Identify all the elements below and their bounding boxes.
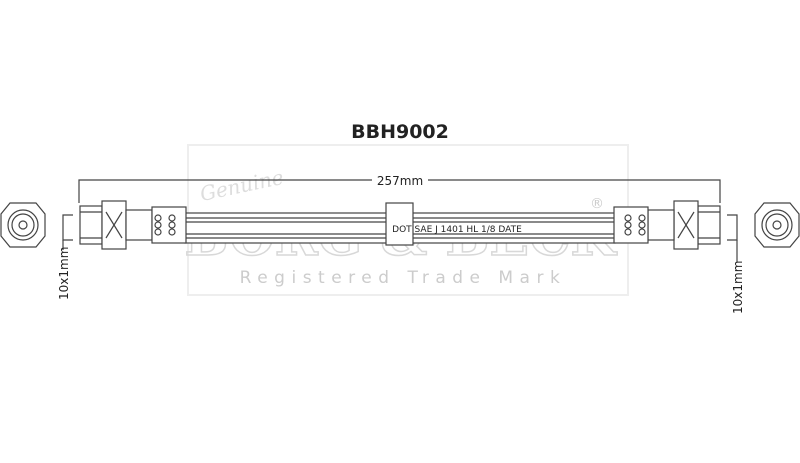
watermark-tagline: Registered Trade Mark xyxy=(240,268,567,288)
watermark-script: Genuine xyxy=(198,165,286,206)
hose-band xyxy=(385,202,414,246)
right-thread-dimension: 10x1mm xyxy=(727,214,745,314)
left-end-view xyxy=(0,202,46,248)
right-fitting xyxy=(613,200,721,250)
watermark-registered: ® xyxy=(590,196,604,212)
part-number: BBH9002 xyxy=(351,121,449,143)
right-end-view xyxy=(754,202,800,248)
hose-marking: DOT SAE J 1401 HL 1/8 DATE xyxy=(392,225,522,235)
length-label: 257mm xyxy=(377,174,423,188)
length-dimension: 257mm xyxy=(78,174,721,203)
thread-right-label: 10x1mm xyxy=(731,261,745,314)
left-thread-dimension: 10x1mm xyxy=(57,214,73,300)
thread-left-label: 10x1mm xyxy=(57,247,71,300)
left-fitting xyxy=(79,200,187,250)
